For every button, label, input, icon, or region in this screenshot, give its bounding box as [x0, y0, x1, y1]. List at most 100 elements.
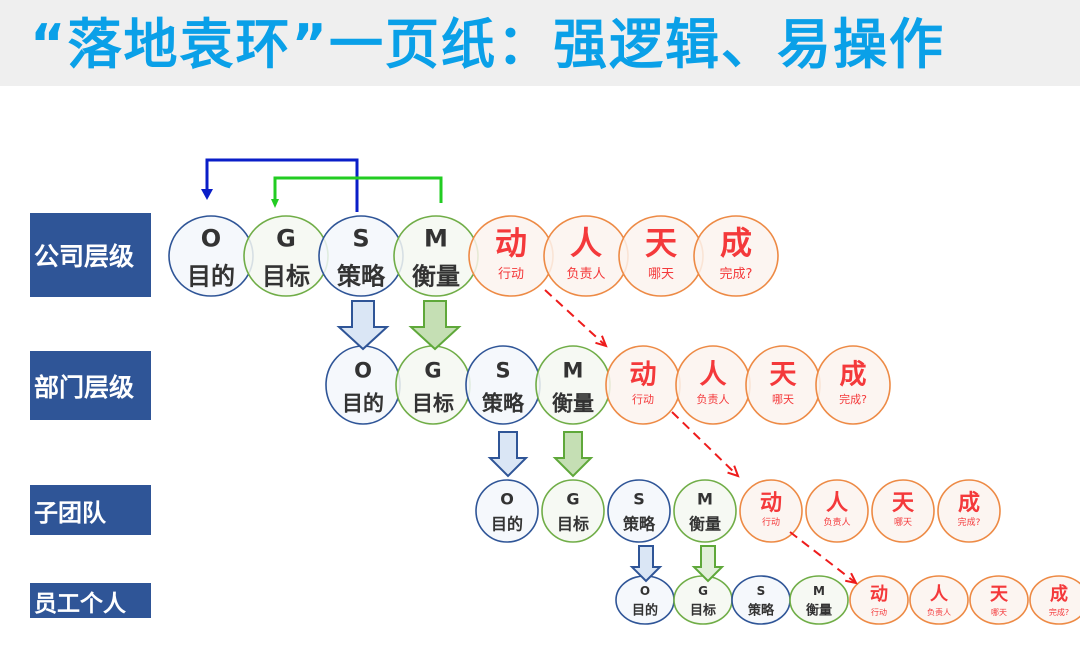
ogsm-word: 策略 — [748, 603, 775, 619]
action-circle-3: 天哪天 — [745, 345, 821, 425]
ogsm-letter: M — [697, 490, 713, 509]
ogsm-letter: S — [352, 224, 369, 252]
circle-shape — [673, 479, 737, 543]
circle-shape — [937, 479, 1001, 543]
ogsm-word: 衡量 — [552, 391, 594, 415]
circle-shape — [1029, 575, 1080, 625]
ogsm-circle-m: M 衡量 — [535, 345, 611, 425]
circle-shape — [909, 575, 969, 625]
level-label-employee: 员工个人 — [30, 583, 151, 618]
action-circle-4: 成完成? — [937, 479, 1001, 543]
ogsm-word: 目的 — [342, 391, 384, 415]
ogsm-letter: M — [563, 358, 584, 382]
action-char: 人 — [930, 584, 949, 605]
circle-shape — [739, 479, 803, 543]
action-label: 负责人 — [823, 516, 850, 528]
flow-arrow-m-to-g — [273, 176, 443, 203]
arrowhead-icon — [201, 189, 213, 200]
ogsm-word: 目的 — [187, 262, 235, 290]
ogsm-word: 目标 — [262, 262, 310, 290]
ogsm-circle-m: M衡量 — [673, 479, 737, 543]
ogsm-letter: M — [813, 584, 825, 598]
down-arrow-g-icon — [408, 300, 462, 351]
circle-shape — [475, 479, 539, 543]
ogsm-circle-g: G目标 — [673, 575, 733, 625]
action-char: 天 — [990, 584, 1009, 605]
arrowhead-icon — [595, 335, 608, 348]
ogsm-word: 衡量 — [806, 603, 832, 619]
ogsm-circle-o: O 目的 — [475, 479, 539, 543]
ogsm-circle-s: S 策略 — [465, 345, 541, 425]
action-circle-1: 动行动 — [468, 215, 554, 297]
down-arrow-o-icon — [487, 431, 529, 478]
circle-shape — [969, 575, 1029, 625]
action-label: 哪天 — [894, 517, 912, 528]
action-char: 动 — [870, 584, 888, 605]
action-circle-3: 天哪天 — [969, 575, 1029, 625]
arrowhead-icon — [845, 572, 858, 585]
action-circle-1: 动行动 — [605, 345, 681, 425]
down-arrow-g-icon — [691, 545, 725, 583]
ogsm-word: 目的 — [491, 515, 523, 534]
ogsm-word: 目标 — [412, 391, 454, 415]
ogsm-circle-g: G目标 — [243, 215, 329, 297]
ogsm-word: 策略 — [482, 391, 525, 415]
ogsm-letter: O — [201, 224, 221, 252]
ogsm-circle-m: M 衡量 — [789, 575, 849, 625]
action-circle-4: 成完成? — [815, 345, 891, 425]
ogsm-letter: S — [495, 358, 510, 382]
circle-shape — [805, 479, 869, 543]
action-label: 哪天 — [772, 393, 794, 406]
circle-shape — [871, 479, 935, 543]
ogsm-circle-g: G 目标 — [541, 479, 605, 543]
ogsm-circle-s: S策略 — [607, 479, 671, 543]
action-label: 负责人 — [927, 607, 951, 617]
down-arrow-o-icon — [629, 545, 663, 583]
ogsm-word: 目标 — [557, 515, 589, 534]
action-char: 人 — [570, 224, 602, 262]
action-circle-3: 天哪天 — [871, 479, 935, 543]
level-label-company: 公司层级 — [30, 213, 151, 297]
ogsm-letter: O — [354, 358, 372, 382]
arrowhead-icon — [727, 465, 740, 478]
ogsm-letter: O — [640, 584, 650, 598]
arrowhead-icon — [271, 199, 279, 208]
action-circle-1: 动行动 — [849, 575, 909, 625]
action-label: 行动 — [762, 516, 780, 528]
action-circle-1: 动行动 — [739, 479, 803, 543]
action-char: 天 — [892, 491, 915, 516]
ogsm-circle-o: O 目的 — [615, 575, 675, 625]
action-char: 人 — [700, 360, 727, 391]
action-circle-4: 成完成? — [1029, 575, 1080, 625]
ogsm-circle-s: S 策略 — [731, 575, 791, 625]
ogsm-circle-o: O 目的 — [325, 345, 401, 425]
action-label: 完成? — [839, 392, 867, 406]
circle-shape — [789, 575, 849, 625]
ogsm-circle-o: O 目的 — [168, 215, 254, 297]
action-circle-4: 成完成? — [693, 215, 779, 297]
ogsm-word: 目的 — [632, 603, 658, 619]
action-char: 成 — [958, 491, 980, 516]
action-label: 行动 — [632, 393, 654, 406]
action-label: 哪天 — [648, 267, 674, 282]
action-label: 哪天 — [991, 608, 1007, 617]
action-char: 天 — [770, 360, 797, 391]
action-label: 完成? — [958, 516, 981, 528]
action-label: 完成? — [720, 267, 753, 282]
ogsm-letter: G — [566, 490, 579, 509]
circle-shape — [693, 215, 779, 297]
ogsm-letter: S — [757, 584, 766, 598]
ogsm-circle-g: G目标 — [395, 345, 471, 425]
ogsm-word: 目标 — [690, 603, 716, 619]
title-bar — [0, 0, 1080, 86]
ogsm-circle-m: M衡量 — [393, 215, 479, 297]
ogsm-letter: M — [424, 224, 448, 252]
ogsm-letter: O — [500, 490, 514, 509]
ogsm-word: 策略 — [622, 515, 656, 534]
action-label: 负责人 — [566, 267, 605, 282]
